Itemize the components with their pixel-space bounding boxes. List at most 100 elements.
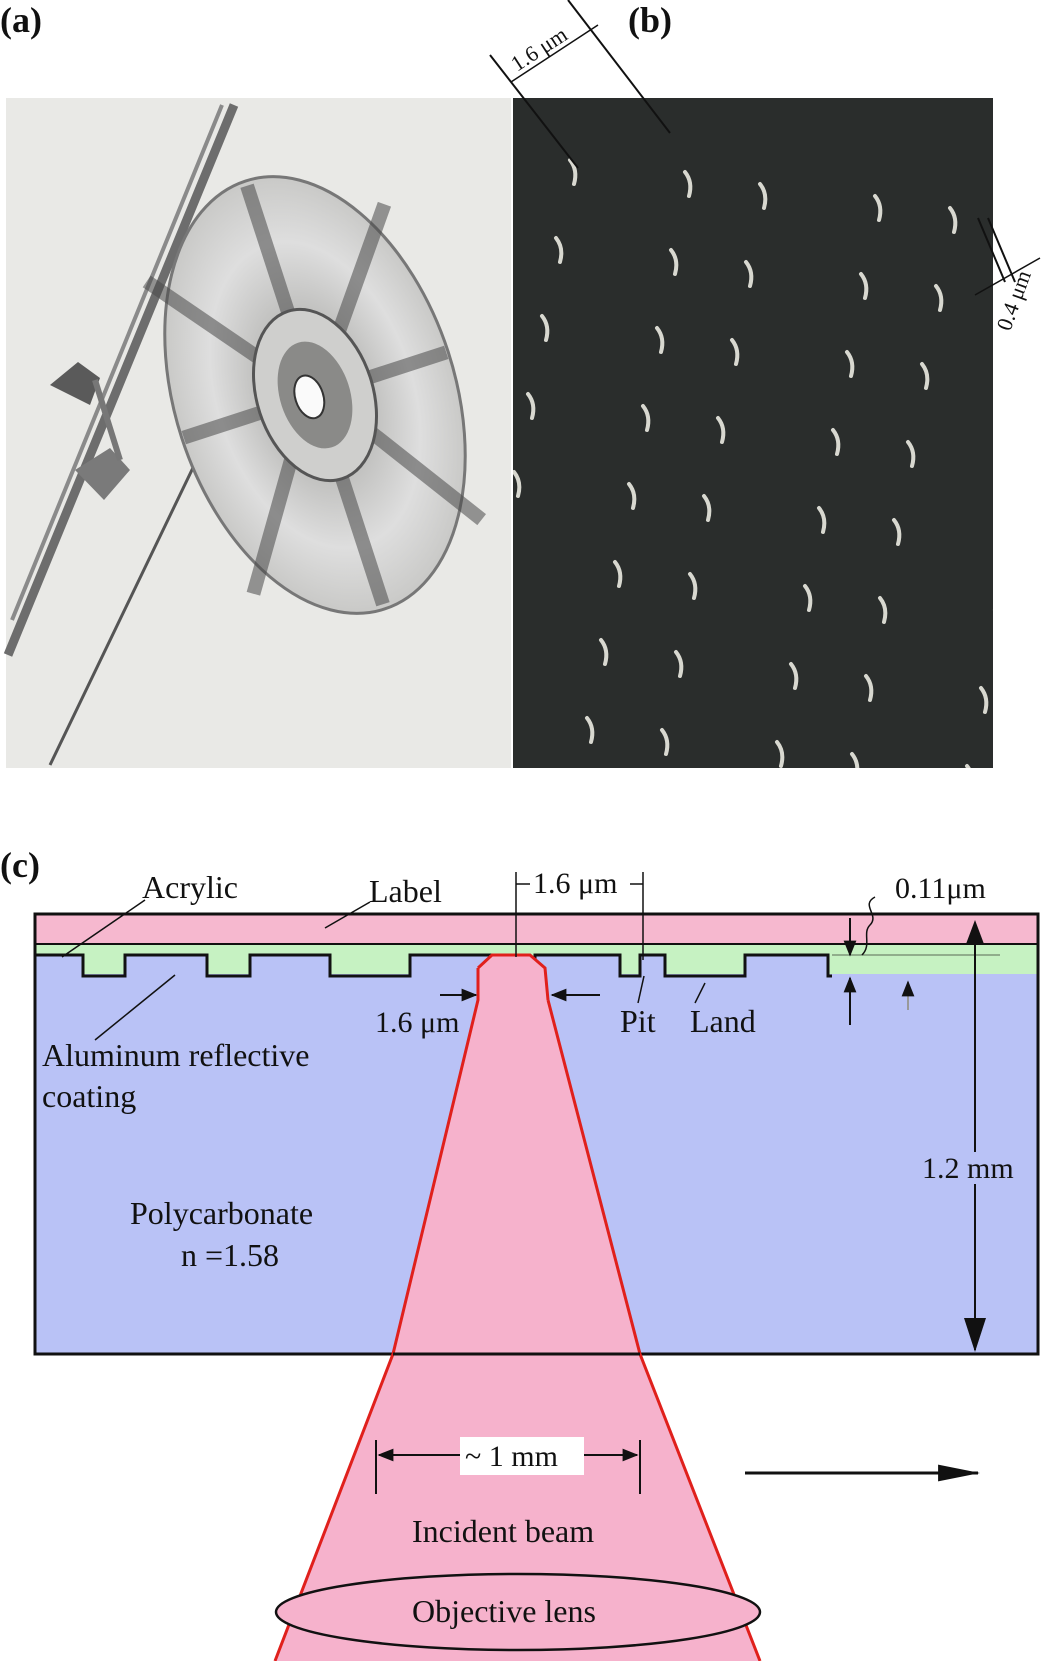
pit-width-label: 0.4 μm [991, 267, 1036, 334]
pit-mark [573, 796, 578, 820]
optical-rail-2 [10, 104, 224, 621]
pit-mark [513, 470, 522, 498]
pit-mark [803, 584, 813, 612]
compact-disc [142, 175, 486, 615]
pit-mark [948, 206, 958, 234]
thickness-arrow-top [966, 920, 984, 944]
pit-mark [906, 440, 916, 468]
aluminum-leader [94, 974, 176, 1041]
pit-mark [831, 428, 841, 456]
pit-mark [838, 832, 843, 856]
polycarbonate-label: Polycarbonate [130, 1195, 313, 1231]
pit-mark [979, 686, 989, 714]
incident-beam-label: Incident beam [412, 1513, 594, 1549]
pit-mark [1023, 454, 1028, 478]
pit-mark [683, 170, 693, 198]
pitch-extension-left [489, 54, 579, 169]
aluminum-label-line1: Aluminum reflective [42, 1037, 309, 1073]
pit-mark [892, 518, 902, 546]
spot-width-label: 1.6 μm [375, 1006, 459, 1039]
laser-beam [273, 953, 762, 1661]
pit-mark [873, 194, 883, 222]
pit-mark [669, 248, 679, 276]
pit-mark [730, 338, 740, 366]
refractive-index-label: n =1.58 [181, 1237, 279, 1273]
pit-mark [641, 404, 651, 432]
pitch-label: 1.6 μm [533, 867, 617, 900]
pit-mark [995, 610, 1000, 634]
pit-mark [859, 272, 869, 300]
pit-mark [568, 158, 578, 186]
pit-mark [540, 314, 550, 342]
pit-array [458, 158, 1056, 868]
optical-rail-1 [3, 103, 239, 657]
pit-mark [648, 808, 653, 832]
pit-mark [613, 560, 623, 588]
pit-mark [845, 350, 855, 378]
photo-b-background [513, 98, 993, 768]
pit-mark [585, 716, 595, 744]
pit-mark [965, 764, 971, 768]
pit-width-line-2 [987, 217, 1016, 283]
pit-mark [744, 260, 754, 288]
label-leader [324, 901, 371, 929]
panel-a-photo [3, 98, 511, 768]
pitch-extension-right [567, 0, 671, 134]
objective-lens-label: Objective lens [412, 1593, 596, 1629]
pit-mark [775, 740, 785, 768]
beam-fill [275, 955, 760, 1661]
pit-label: Pit [620, 1003, 656, 1039]
pit-depth-label: 0.11μm [895, 872, 986, 905]
label-layer-label: Label [369, 873, 442, 909]
pit-mark [789, 662, 799, 690]
objective-lens [274, 1572, 762, 1652]
prism-lower [75, 448, 130, 500]
land-label: Land [690, 1003, 756, 1039]
aluminum-label-line2: coating [42, 1078, 136, 1114]
panel-c-letter: (c) [0, 845, 40, 885]
pit-mark [674, 650, 684, 678]
land-leader [694, 982, 706, 1004]
pit-mark [763, 820, 768, 844]
pit-leader [637, 975, 645, 1004]
pit-mark [554, 236, 564, 264]
pit-mark [934, 284, 944, 312]
pit-mark [878, 596, 888, 624]
acrylic-label: Acrylic [142, 869, 238, 905]
pit-mark [1051, 298, 1056, 322]
beam-width-label: ~ 1 mm [465, 1440, 558, 1473]
pit-mark [758, 182, 768, 210]
pit-width-line-1 [977, 217, 1006, 283]
pit-mark [864, 674, 874, 702]
pit-mark [953, 844, 958, 868]
thickness-arrow-bottom [964, 1318, 986, 1352]
pit-mark [716, 416, 726, 444]
pit-mark [627, 482, 637, 510]
panel-b-sem-image [458, 98, 1056, 868]
pitch-dimension-line [510, 24, 599, 83]
acrylic-leader [61, 899, 146, 958]
thickness-label: 1.2 mm [922, 1152, 1014, 1185]
pit-mark [1009, 532, 1014, 556]
pit-depth-leader [861, 896, 876, 956]
panel-a-letter: (a) [0, 0, 42, 40]
prism-upper [50, 362, 100, 405]
panel-b-letter: (b) [628, 0, 672, 40]
pit-mark [660, 728, 670, 756]
pit-mark [702, 494, 712, 522]
pit-mark [850, 752, 860, 768]
pit-mark [655, 326, 665, 354]
label-layer [35, 914, 1038, 944]
pit-mark [920, 362, 930, 390]
prism-link [92, 379, 123, 461]
pit-mark [688, 572, 698, 600]
pit-width-dim-line [974, 257, 1041, 296]
pit-mark [526, 392, 536, 420]
beam-focus-edge [476, 953, 550, 1001]
track-pitch-label: 1.6 μm [506, 22, 572, 77]
pit-mark [817, 506, 827, 534]
pit-mark [458, 784, 463, 808]
pit-mark [1037, 376, 1042, 400]
pit-mark [599, 638, 609, 666]
